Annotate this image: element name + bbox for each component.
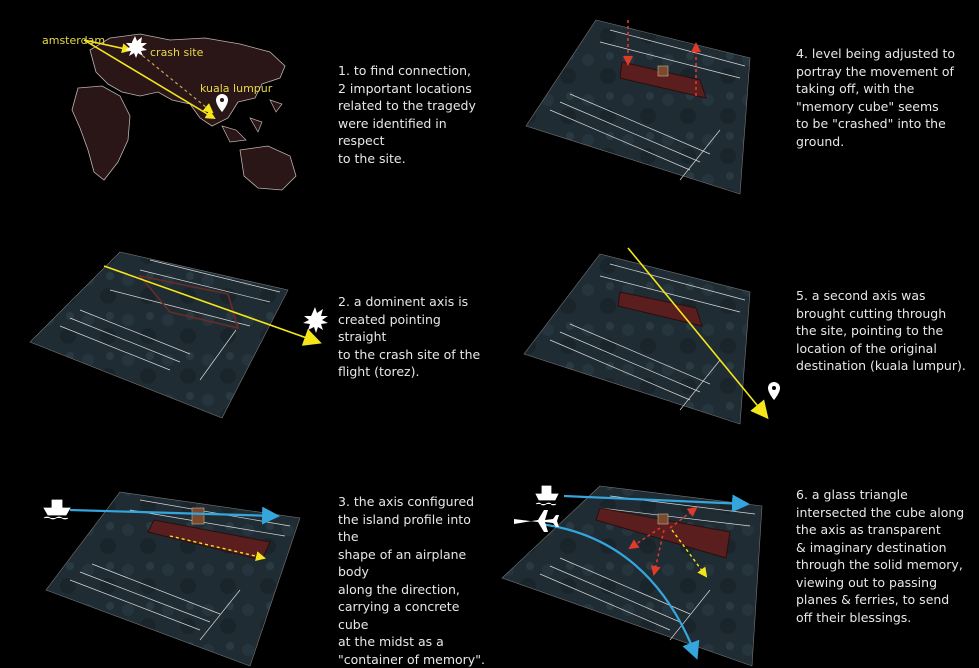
caption-step-2-text: 2. a dominent axis is created pointing s…	[338, 294, 481, 379]
map-label-amsterdam: amsterdam	[42, 34, 105, 47]
site-island-graphic	[43, 491, 301, 667]
memory-cube	[657, 65, 669, 77]
site-glass-triangle-graphic	[501, 485, 763, 667]
axis-blue	[69, 506, 280, 525]
caption-step-3-text: 3. the axis configured the island profil…	[338, 494, 485, 667]
landmass-eurasia	[89, 33, 286, 127]
panel-island-profile	[0, 480, 330, 668]
caption-step-6-text: 6. a glass triangle intersected the cube…	[796, 487, 965, 625]
memory-cube	[657, 513, 669, 525]
axis-yellow	[627, 247, 769, 420]
site-second-axis-graphic	[523, 247, 780, 425]
panel-glass-triangle	[500, 480, 780, 668]
caption-step-2: 2. a dominent axis is created pointing s…	[338, 293, 488, 381]
panel-dominant-axis	[0, 230, 330, 420]
airplane-icon	[514, 510, 559, 532]
site-linework	[549, 263, 746, 411]
site-plane	[523, 253, 751, 425]
site-axis-graphic	[29, 251, 328, 419]
ferry-icon	[43, 499, 71, 520]
axis-blue-ferry	[563, 494, 750, 513]
landmass-islands	[221, 99, 283, 143]
island-raised	[595, 507, 731, 559]
caption-step-1: 1. to find connection, 2 important locat…	[338, 62, 488, 167]
map-label-kuala-lumpur: kuala lumpur	[200, 82, 273, 95]
memory-cube	[191, 507, 205, 525]
site-linework	[69, 499, 291, 641]
axis-yellow-dashed	[169, 535, 266, 562]
landmass-australia	[239, 145, 297, 191]
site-plane	[501, 485, 763, 667]
route-crash-kl-dashed	[137, 51, 214, 114]
caption-step-6: 6. a glass triangle intersected the cube…	[796, 486, 966, 626]
route-amsterdam-kl	[83, 39, 216, 120]
location-pin-icon	[768, 382, 780, 400]
site-plane	[45, 491, 301, 667]
caption-step-4: 4. level being adjusted to portray the m…	[796, 45, 966, 150]
site-linework	[539, 495, 756, 641]
site-linework	[59, 259, 281, 381]
site-linework	[549, 29, 746, 181]
caption-step-4-text: 4. level being adjusted to portray the m…	[796, 46, 956, 149]
ferry-icon	[535, 485, 559, 506]
crash-burst-icon	[125, 36, 147, 58]
panel-level-adjusted	[500, 10, 770, 210]
landmass-africa	[71, 85, 131, 181]
caption-step-1-text: 1. to find connection, 2 important locat…	[338, 63, 476, 166]
location-pin-icon	[216, 94, 228, 112]
site-level-graphic	[525, 19, 751, 195]
island-raised	[619, 61, 707, 99]
axis-blue-plane	[539, 522, 700, 660]
caption-step-5-text: 5. a second axis was brought cutting thr…	[796, 288, 966, 373]
map-label-crash-site: crash site	[150, 46, 204, 59]
panel-world-map: amsterdam crash site kuala lumpur	[0, 0, 320, 210]
site-plane	[525, 19, 751, 195]
arrow-red-1	[628, 527, 661, 550]
world-map-graphic: amsterdam crash site kuala lumpur	[42, 33, 297, 191]
panel-second-axis	[500, 240, 790, 430]
island-outline	[137, 274, 240, 330]
axis-yellow	[103, 265, 322, 346]
site-plane	[29, 251, 289, 419]
crash-burst-icon	[303, 307, 328, 333]
caption-step-5: 5. a second axis was brought cutting thr…	[796, 287, 966, 375]
route-amsterdam-crash	[83, 39, 132, 54]
caption-step-3: 3. the axis configured the island profil…	[338, 493, 488, 668]
arrow-red-2	[650, 529, 665, 576]
island-raised	[617, 291, 703, 327]
